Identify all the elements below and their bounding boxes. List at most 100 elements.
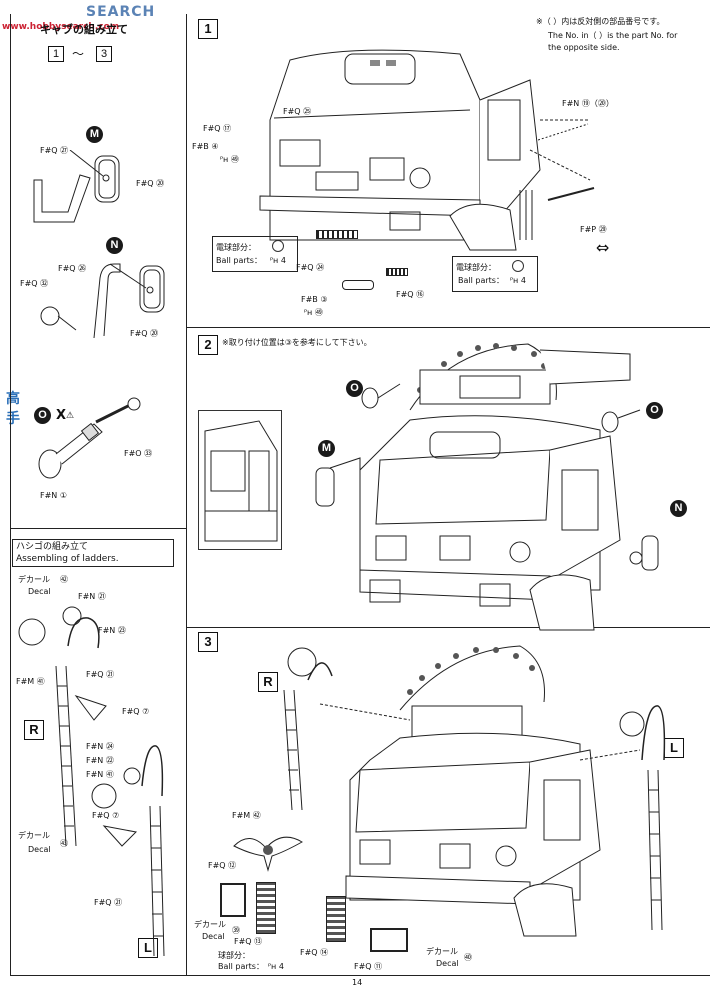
o-multiplier: X [56, 408, 67, 423]
decal-jp-a: デカール [194, 920, 226, 929]
bottom-border [10, 975, 710, 976]
decal-jp-2: デカール [18, 831, 50, 840]
label-fn1: F#N ① [40, 491, 68, 500]
decal-en-1: Decal [28, 587, 51, 596]
range-from-box: 1 [48, 46, 64, 62]
bulb3-no: ᴾʜ 4 [268, 962, 284, 971]
label-fq11: F#Q ⑪ [354, 962, 383, 971]
arrow-double-icon: ⇔ [596, 238, 610, 257]
cab-assembly-title: キャブの組み立て [40, 23, 128, 36]
label-fq21b: F#Q ㉑ [94, 898, 123, 907]
m-badge: M [86, 126, 103, 143]
light-o-drawing [38, 397, 141, 479]
label-fm61a: F#M ㊶ [16, 677, 45, 686]
step-2-box: 2 [198, 335, 218, 355]
label-fq14: F#Q ⑭ [300, 948, 329, 957]
ladder-drawing [18, 606, 165, 957]
label-fq27: F#Q ㉗ [40, 146, 69, 155]
decal-en-2: Decal [28, 845, 51, 854]
ladder-title-en: Assembling of ladders. [16, 554, 119, 564]
note-en-2: the opposite side. [548, 43, 620, 52]
label-fn21a: F#N ㉑ [78, 592, 106, 601]
left-divider [10, 528, 186, 529]
label-fp29: F#P ㉙ [580, 225, 607, 234]
step3-r-box: R [258, 672, 278, 692]
ladder-r-box: R [24, 720, 44, 740]
label-fn22: F#N ㉒ [86, 756, 114, 765]
label-fq13: F#Q ⑬ [234, 937, 263, 946]
label-fq24: F#Q ㉔ [296, 263, 325, 272]
bulb2-no: ᴾʜ 4 [510, 276, 526, 285]
decal-no-1: ㊷ [60, 575, 68, 584]
label-fn19: F#N ⑲（⑳） [562, 99, 614, 108]
decal-no-a: ㊴ [232, 926, 240, 935]
decal-en-a: Decal [202, 932, 225, 941]
bulb-icon-2 [512, 260, 524, 272]
label-fb3: F#B ③ [301, 295, 328, 304]
label-fq26: F#Q ㉖ [58, 264, 87, 273]
step2-note: ※取り付け位置は③を参考にして下さい。 [222, 338, 372, 347]
step-divider-1 [187, 327, 710, 328]
column-divider [186, 14, 187, 976]
bulb1-box [212, 236, 298, 272]
bulb-icon-1 [272, 240, 284, 252]
watermark-brand: SEARCH [86, 4, 156, 20]
left-border [10, 14, 11, 976]
o-badge: O [34, 407, 51, 424]
step-1-box: 1 [198, 19, 218, 39]
warning-icon: ⚠ [66, 411, 75, 421]
m-badge-step2: M [318, 440, 335, 457]
decal-no-2: ㊸ [60, 839, 68, 848]
note-en-1: The No. in（ ）is the part No. for [548, 31, 678, 40]
bulb3-en: Ball parts： [218, 962, 264, 971]
decal-plate-b [370, 928, 408, 952]
cab-step2-drawing [315, 343, 659, 631]
label-ph92a: ᴾʜ ㊾ [220, 155, 239, 164]
o-badge-right: O [646, 402, 663, 419]
rail-parts-drawing [538, 123, 595, 201]
page-number: 14 [352, 978, 363, 987]
range-to-box: 3 [96, 46, 112, 62]
label-fq12: F#Q ⑫ [208, 861, 237, 870]
ladder-title-box [12, 539, 174, 567]
light-bar-part [316, 230, 358, 239]
small-light-bar [386, 268, 408, 276]
n-badge-step2: N [670, 500, 687, 517]
label-fq16: F#Q ⑯ [396, 290, 425, 299]
bulb1-jp: 電球部分： [216, 243, 256, 252]
mirror-n-drawing [40, 263, 165, 339]
bulb1-en: Ball parts： [216, 256, 262, 265]
detail-inset [198, 410, 282, 550]
decal-plate-a [220, 883, 246, 917]
step-3-box: 3 [198, 632, 218, 652]
lamp-panel-13 [256, 882, 276, 934]
mirror-m-drawing [33, 150, 120, 223]
label-ph92b: ᴾʜ ㊾ [304, 308, 323, 317]
label-fn23: F#N ㉓ [98, 626, 126, 635]
o-badge-left: O [346, 380, 363, 397]
label-fb4: F#B ④ [192, 142, 219, 151]
decal-no-b: ㊵ [464, 953, 472, 962]
label-fq20a: F#Q ⑳ [136, 179, 165, 188]
cab-step3-drawing [283, 645, 666, 937]
bulb2-jp: 電球部分： [456, 263, 496, 272]
label-fq17: F#Q ⑰ [203, 124, 232, 133]
label-fq20b: F#Q ⑳ [130, 329, 159, 338]
decal-jp-b: デカール [426, 947, 458, 956]
decal-jp-1: デカール [18, 575, 50, 584]
watermark-cjk: 高手 [6, 391, 20, 427]
label-fq7a: F#Q ⑦ [122, 707, 150, 716]
watermark-url: www.hobbysearch.com [2, 22, 120, 32]
label-fn61: F#N ㊶ [86, 770, 114, 779]
label-fq7b: F#Q ⑦ [92, 811, 120, 820]
bulb2-en: Ball parts： [458, 276, 504, 285]
ladder-title-jp: ハシゴの組み立て [16, 542, 89, 552]
label-fo33: F#O ㉝ [124, 449, 153, 458]
label-fq25: F#Q ㉕ [283, 107, 312, 116]
label-fq32: F#Q ㉜ [20, 279, 49, 288]
lamp-panel-14 [326, 896, 346, 942]
note-jp: ※（ ）内は反対側の部品番号です。 [536, 17, 665, 26]
range-sep: ～ [72, 47, 85, 61]
eagle-emblem-drawing [233, 836, 304, 872]
step-divider-2 [187, 627, 710, 628]
